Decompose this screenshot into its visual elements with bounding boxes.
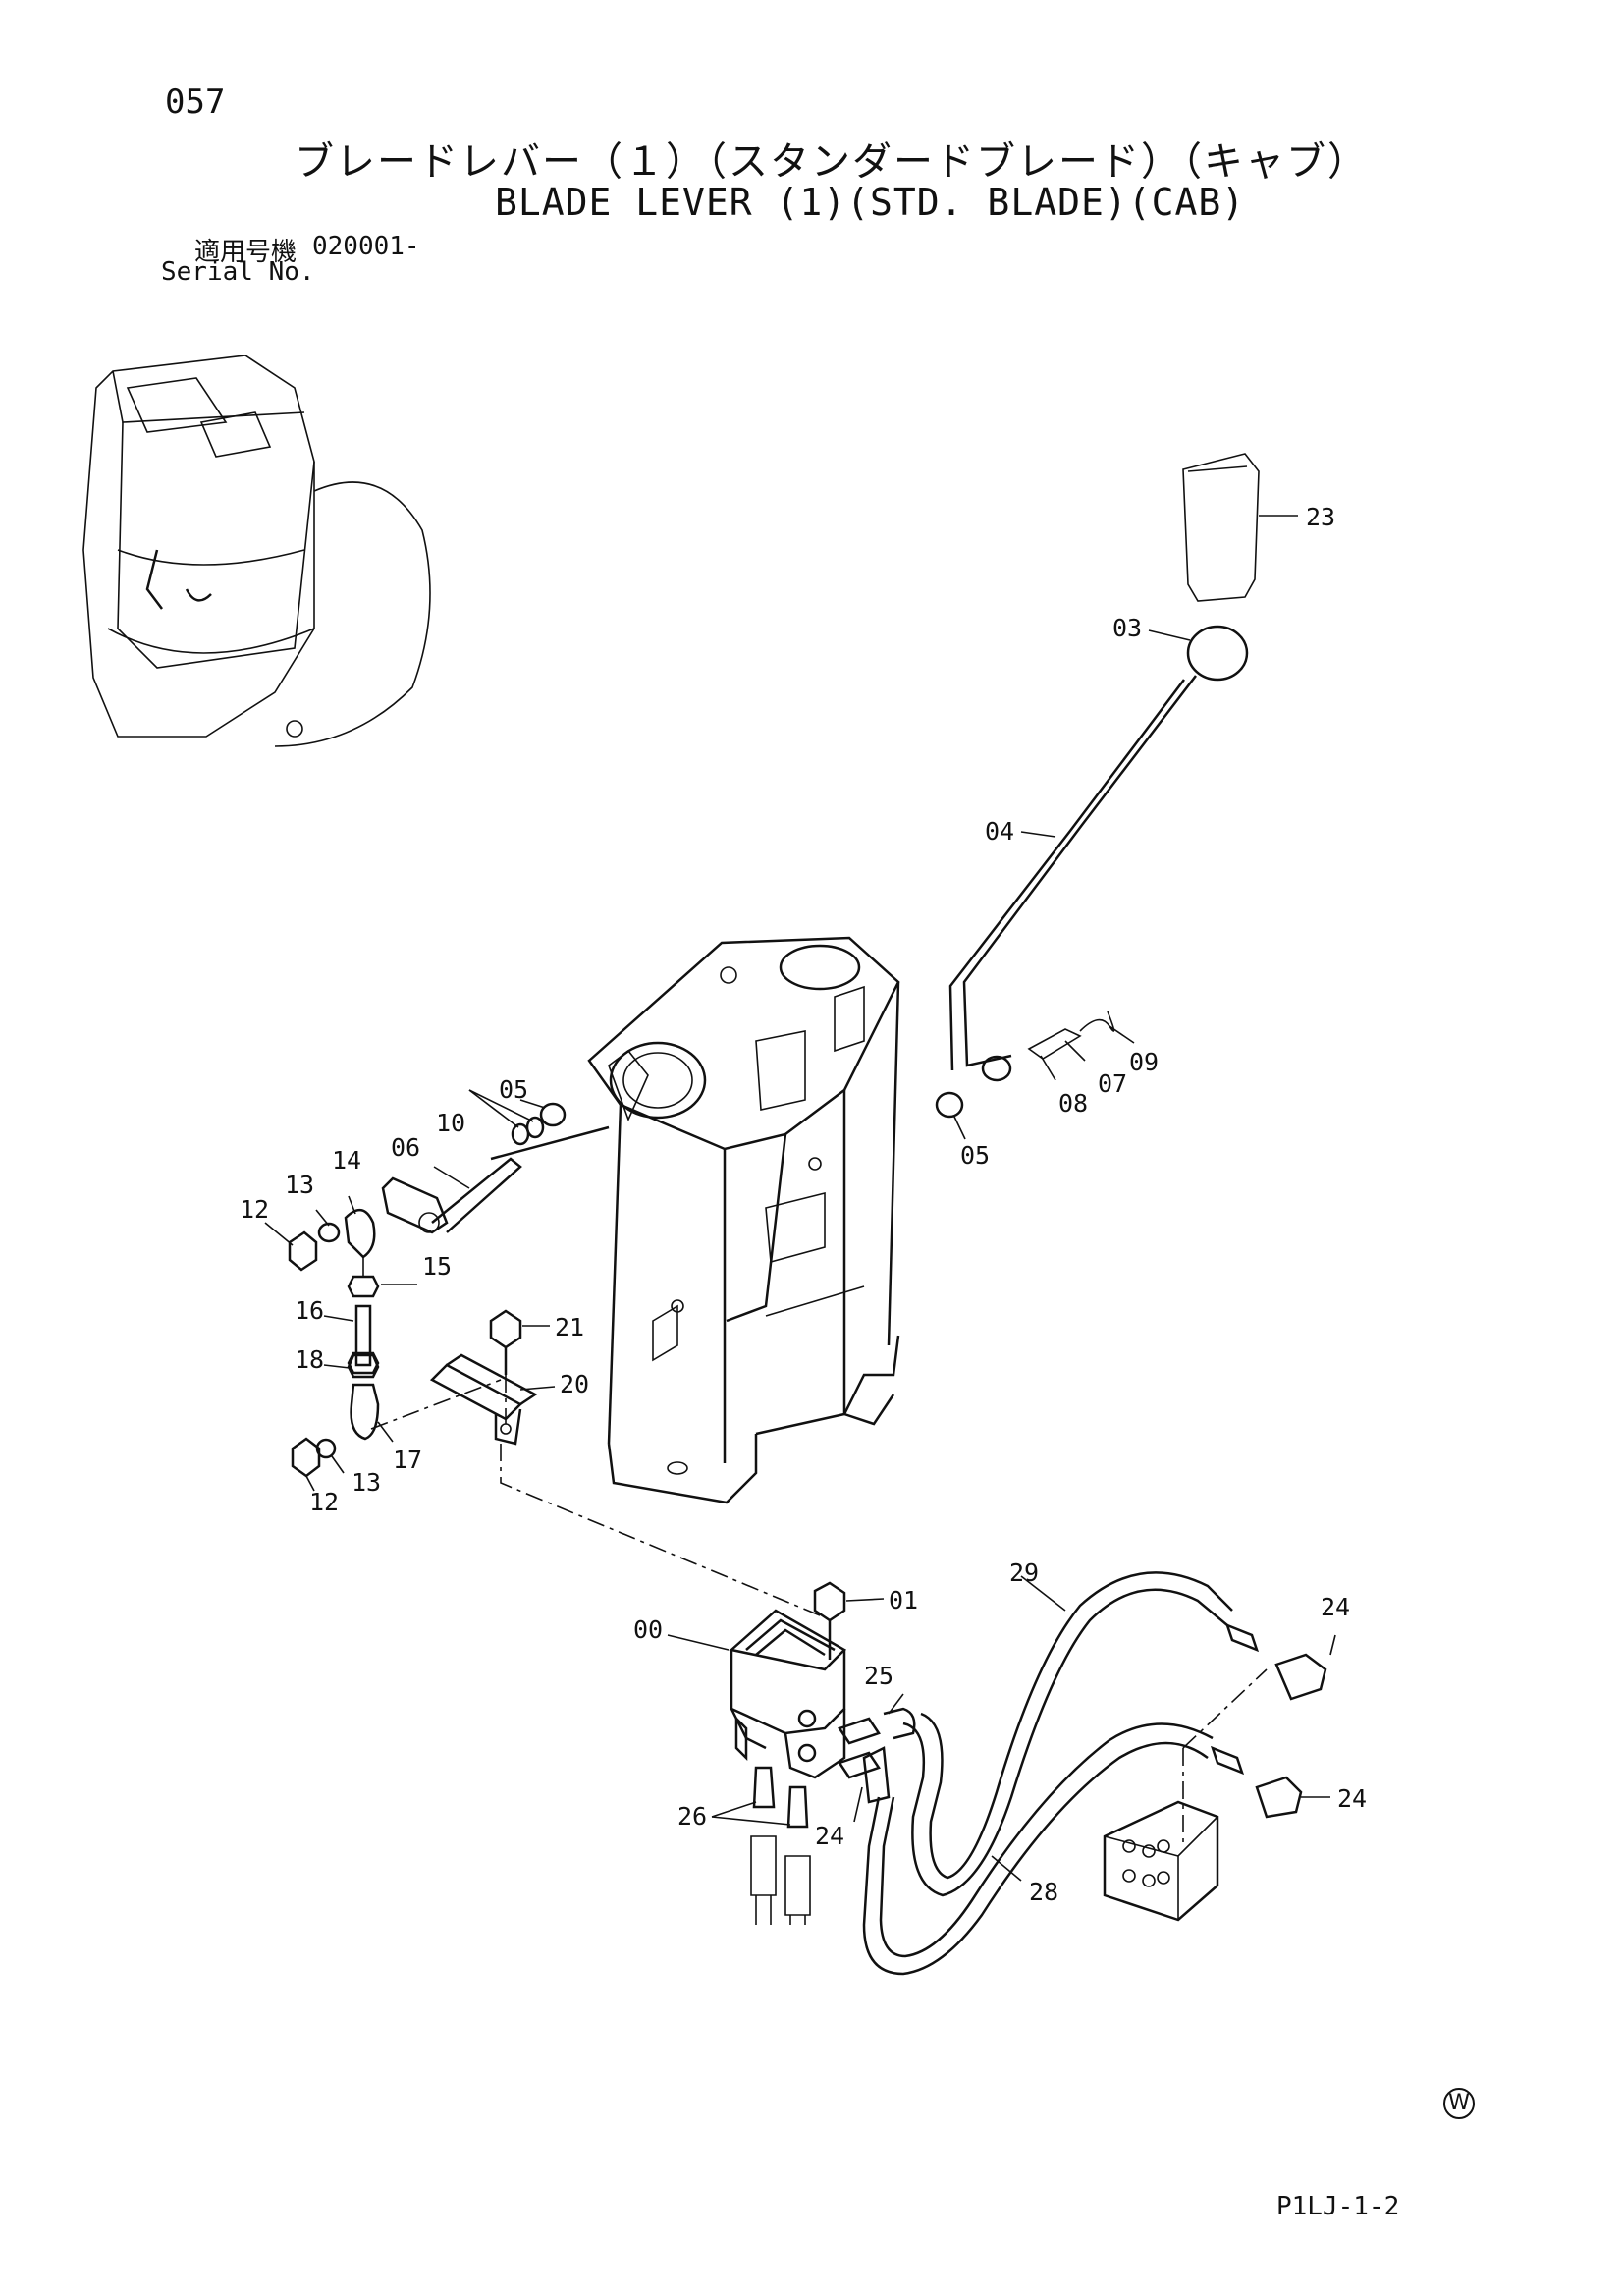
callout-25: 25 xyxy=(864,1662,893,1690)
callout-00: 00 xyxy=(633,1615,663,1644)
figure-code: P1LJ-1-2 xyxy=(1276,2192,1400,2221)
part-04-lever-rod xyxy=(948,675,1197,1082)
part-00-pilot-valve xyxy=(667,1609,847,1779)
page-number: 057 xyxy=(165,82,226,122)
callout-29: 29 xyxy=(1009,1558,1039,1587)
part-05-bushing-left xyxy=(519,1099,567,1127)
part-29-hose xyxy=(902,1571,1233,1897)
serial-label-japanese: 適用号機 xyxy=(194,238,298,267)
part-23-bag xyxy=(1182,453,1298,602)
callout-16: 16 xyxy=(295,1296,324,1325)
part-24-elbow-upper-right xyxy=(1224,1622,1336,1701)
callout-15: 15 xyxy=(422,1252,452,1281)
watermark-symbol: W xyxy=(1443,2088,1475,2119)
callout-17: 17 xyxy=(393,1446,422,1474)
part-05-bushing-right xyxy=(935,1091,966,1140)
callout-24-lower-left: 24 xyxy=(815,1822,844,1850)
title-japanese: ブレードレバー（１）（スタンダードブレード）（キャブ） xyxy=(295,139,1369,185)
part-26-adapters xyxy=(711,1766,811,1925)
callout-04: 04 xyxy=(985,817,1014,846)
part-20-bracket xyxy=(429,1353,556,1446)
callout-05-left: 05 xyxy=(499,1075,528,1104)
callout-13-upper: 13 xyxy=(285,1171,314,1199)
serial-number-value: 020001- xyxy=(312,232,420,261)
control-valve-block xyxy=(1103,1800,1219,1922)
part-28-hose xyxy=(862,1722,1214,1976)
callout-09: 09 xyxy=(1129,1048,1159,1076)
callout-23: 23 xyxy=(1306,503,1335,531)
part-24-elbow-lower-left xyxy=(838,1746,891,1823)
assembly-dash-line xyxy=(500,1444,821,1616)
callout-08: 08 xyxy=(1058,1089,1088,1118)
callout-05-right: 05 xyxy=(960,1141,990,1170)
callout-21: 21 xyxy=(555,1313,584,1341)
callout-14: 14 xyxy=(332,1146,361,1175)
part-10-washers xyxy=(468,1089,545,1146)
parts-12-18-linkage xyxy=(264,1195,502,1492)
serial-label-english: Serial No. xyxy=(161,257,315,287)
callout-20: 20 xyxy=(560,1370,589,1398)
callout-13-lower: 13 xyxy=(352,1468,381,1497)
title-english: BLADE LEVER (1)(STD. BLADE)(CAB) xyxy=(495,181,1246,224)
callout-28: 28 xyxy=(1029,1878,1058,1906)
callout-26: 26 xyxy=(677,1802,707,1831)
part-25-elbow xyxy=(838,1693,916,1745)
cab-inset-illustration xyxy=(82,355,431,747)
callout-06: 06 xyxy=(391,1133,420,1162)
part-06-pin-bracket xyxy=(381,1125,610,1234)
console-stand xyxy=(587,936,900,1504)
part-03-knob xyxy=(1148,625,1249,682)
callout-07: 07 xyxy=(1098,1069,1127,1098)
callout-12-lower: 12 xyxy=(309,1488,339,1516)
part-24-elbow-lower-right xyxy=(1182,1668,1330,1846)
callout-24-upper-right: 24 xyxy=(1321,1593,1350,1621)
parts-07-08-09-switch-wire xyxy=(1027,1011,1135,1081)
callout-12-upper: 12 xyxy=(240,1195,269,1224)
callout-03: 03 xyxy=(1112,614,1142,642)
callout-18: 18 xyxy=(295,1345,324,1374)
part-21-bolt xyxy=(489,1309,550,1424)
callout-24-lower-right: 24 xyxy=(1337,1784,1367,1813)
callout-10: 10 xyxy=(436,1109,465,1137)
part-01-bolt xyxy=(813,1581,885,1660)
callout-01: 01 xyxy=(889,1586,918,1614)
